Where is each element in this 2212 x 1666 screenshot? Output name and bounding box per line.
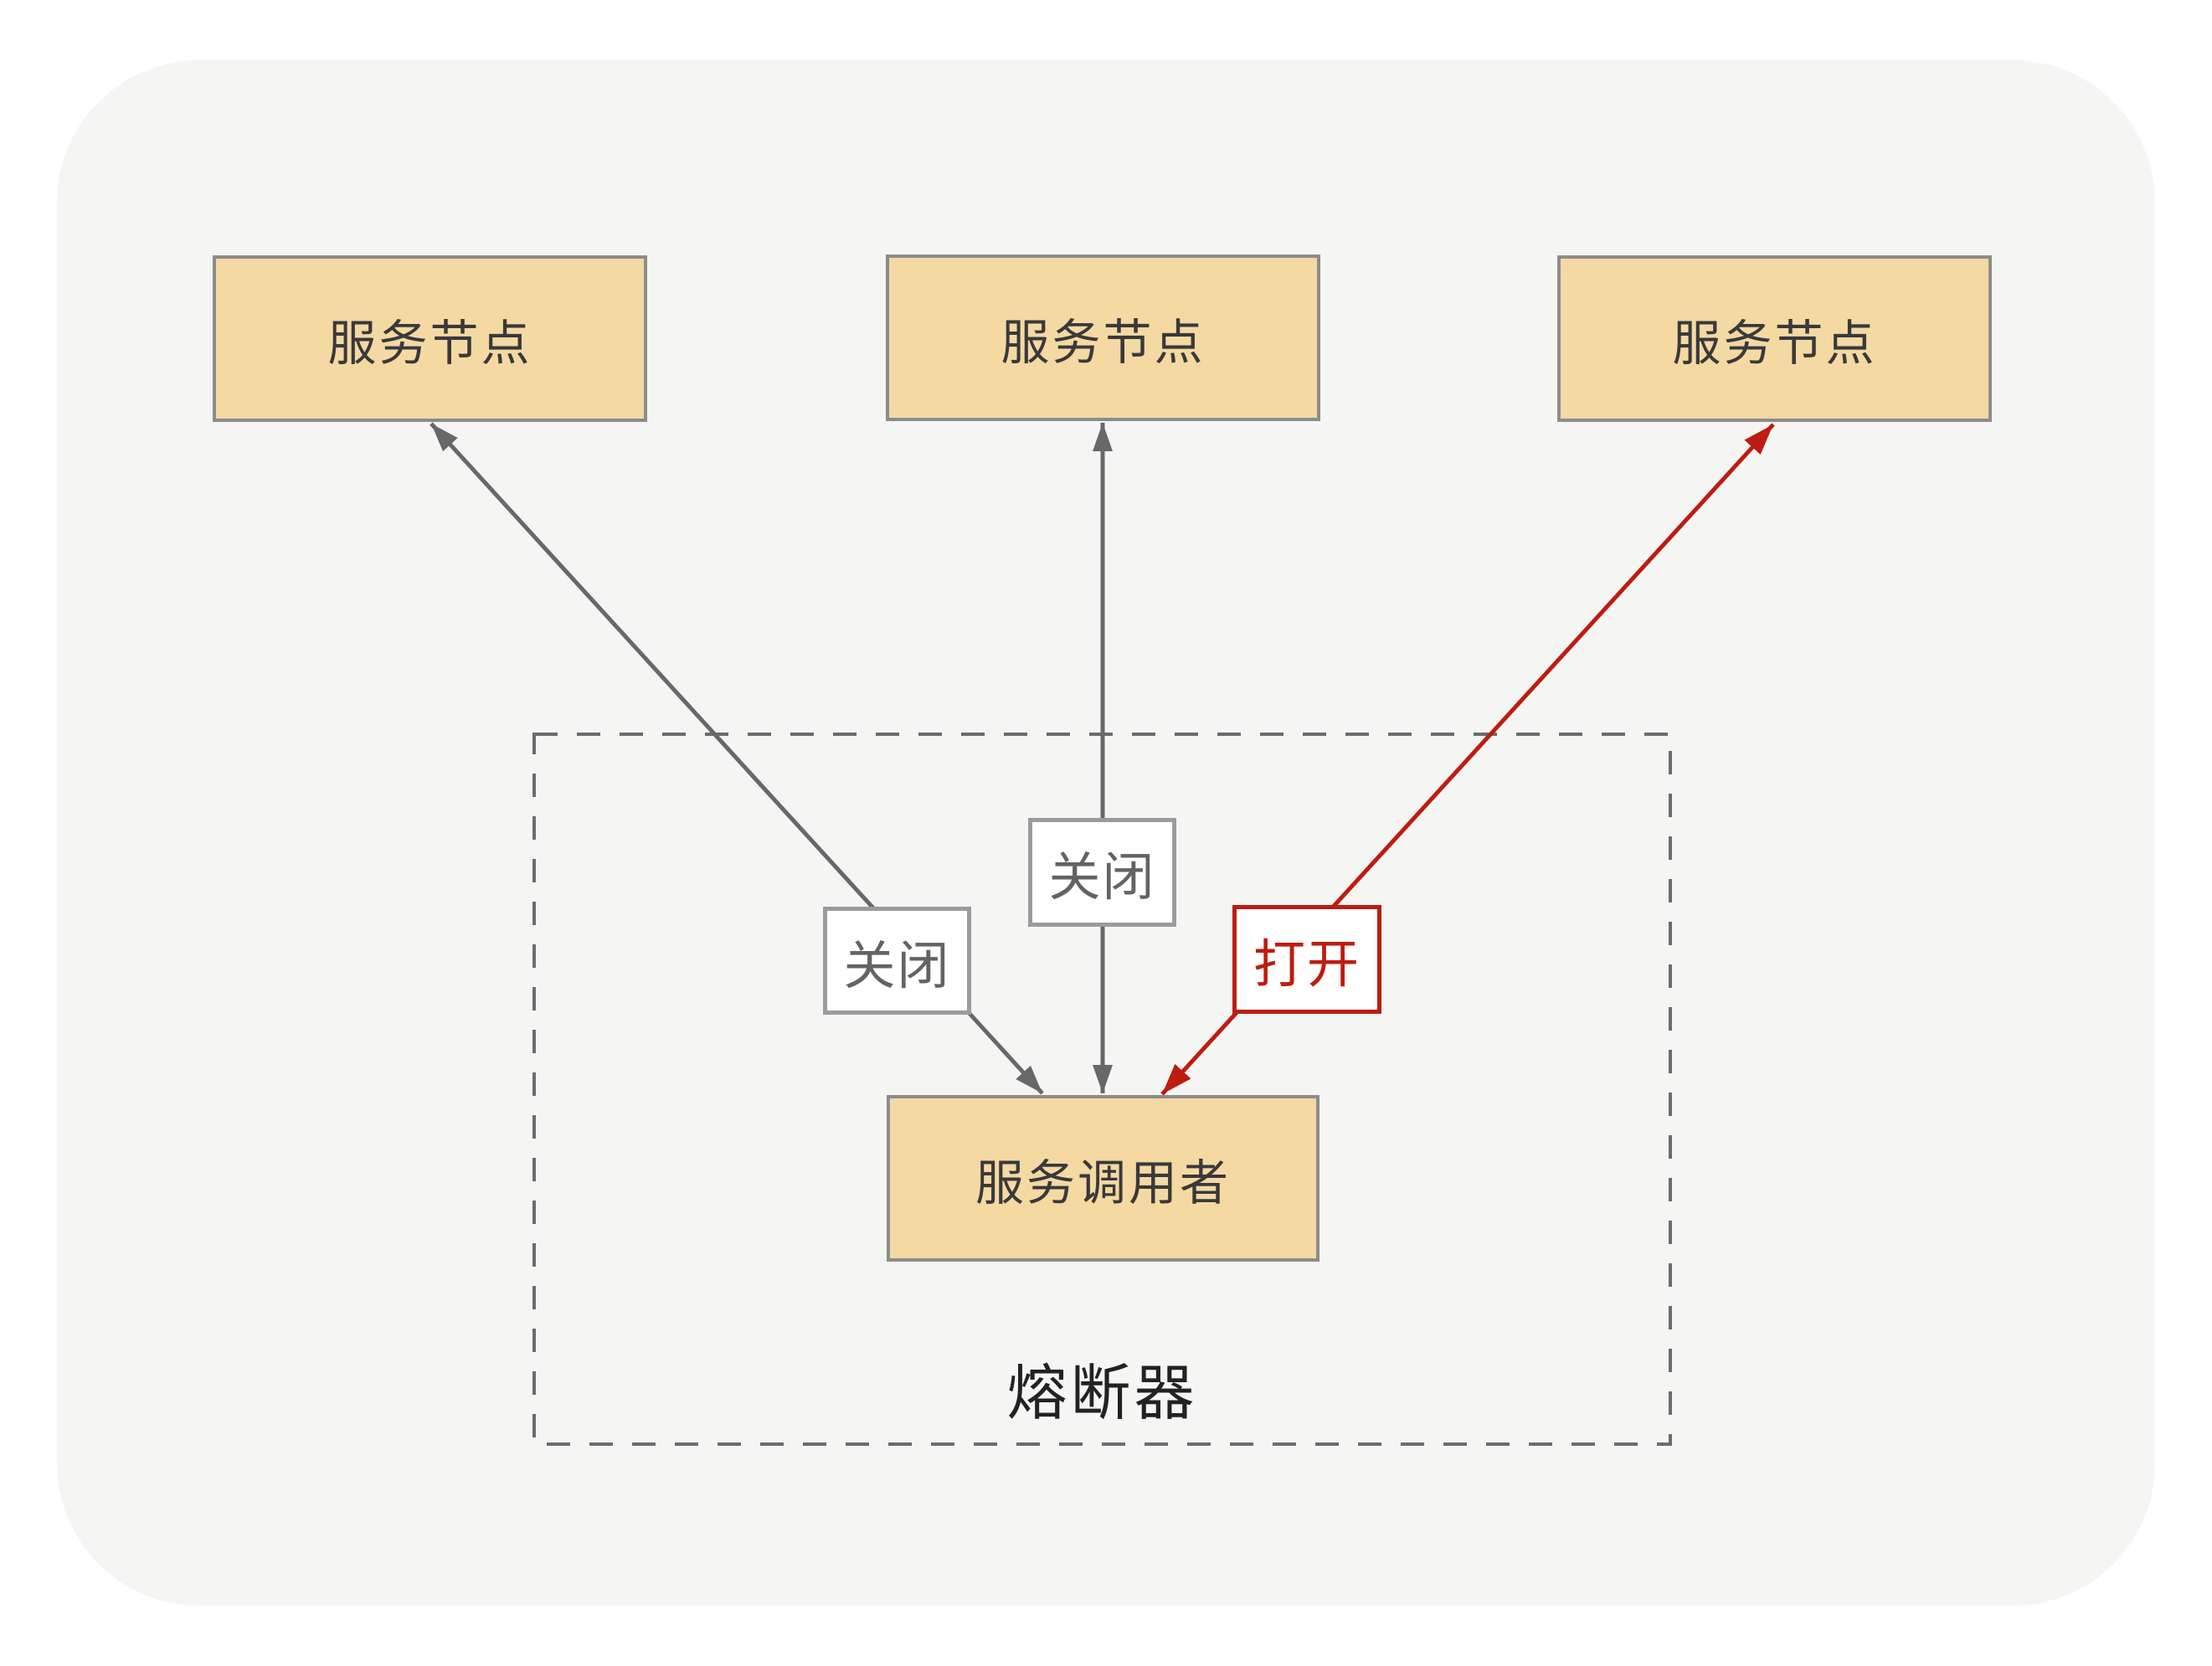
link-state-left-text: 关闭 — [843, 937, 951, 995]
service-node-1: 服务节点 — [213, 255, 647, 422]
circuit-breaker-title: 熔断器 — [534, 1350, 1670, 1427]
service-node-1-label: 服务节点 — [327, 316, 532, 371]
service-node-3-label: 服务节点 — [1672, 316, 1877, 371]
service-caller-label: 服务调用者 — [975, 1155, 1231, 1211]
service-caller: 服务调用者 — [887, 1095, 1319, 1262]
link-state-middle-text: 关闭 — [1048, 849, 1156, 907]
service-node-2-label: 服务节点 — [1001, 315, 1206, 370]
link-state-right-text: 打开 — [1253, 936, 1361, 994]
service-node-2: 服务节点 — [886, 255, 1320, 421]
service-node-3: 服务节点 — [1557, 255, 1992, 422]
link-state-label-left: 关闭 — [823, 907, 971, 1015]
circuit-breaker-title-text: 熔断器 — [1006, 1360, 1198, 1427]
link-state-label-middle: 关闭 — [1028, 818, 1176, 927]
link-state-label-right: 打开 — [1232, 905, 1381, 1014]
